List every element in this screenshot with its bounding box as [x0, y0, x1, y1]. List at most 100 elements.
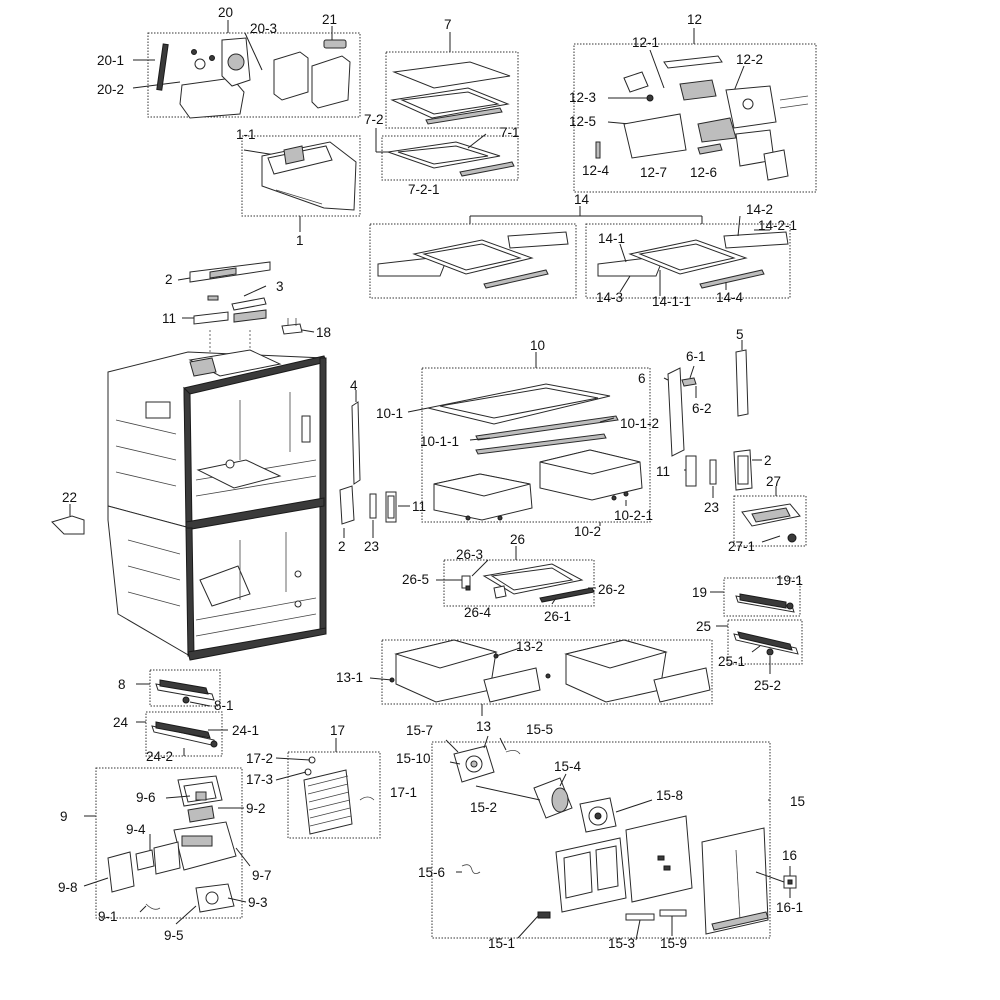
group-15-evaporator-cover-fan: [431, 735, 771, 941]
label-26-3: 26-3: [456, 547, 483, 562]
label-17-3: 17-3: [246, 772, 273, 787]
label-10-1-2: 10-1-2: [620, 416, 659, 431]
right-rail-parts: [663, 340, 762, 498]
label-17-1: 17-1: [390, 785, 417, 800]
label-26-2: 26-2: [598, 582, 625, 597]
label-6-1: 6-1: [686, 349, 706, 364]
label-15-3: 15-3: [608, 936, 635, 951]
label-24: 24: [113, 715, 129, 730]
label-17: 17: [330, 723, 345, 738]
label-25: 25: [696, 619, 711, 634]
label-9-4: 9-4: [126, 822, 146, 837]
label-14-2-1: 14-2-1: [758, 218, 797, 233]
label-18: 18: [316, 325, 331, 340]
label-8-1: 8-1: [214, 698, 234, 713]
label-10-2: 10-2: [574, 524, 601, 539]
label-15-7: 15-7: [406, 723, 433, 738]
label-5: 5: [736, 327, 744, 342]
label-12-7: 12-7: [640, 165, 667, 180]
label-26-5: 26-5: [402, 572, 429, 587]
label-16-1: 16-1: [776, 900, 803, 915]
label-3: 3: [276, 279, 284, 294]
label-6: 6: [638, 371, 646, 386]
label-15: 15: [790, 794, 805, 809]
label-7: 7: [444, 17, 452, 32]
group-7-shelf-assembly: [375, 32, 519, 181]
label-1-1: 1-1: [236, 127, 256, 142]
label-24-1: 24-1: [232, 723, 259, 738]
label-11-top: 11: [162, 311, 176, 326]
group-10-shelf-drawer-assembly: [407, 352, 651, 526]
group-9-compressor-assembly: [83, 767, 251, 925]
label-7-1: 7-1: [500, 125, 520, 140]
label-6-2: 6-2: [692, 401, 712, 416]
label-13-2: 13-2: [516, 639, 543, 654]
label-2-top: 2: [165, 272, 173, 287]
label-12-2: 12-2: [736, 52, 763, 67]
label-17-2: 17-2: [246, 751, 273, 766]
label-19: 19: [692, 585, 707, 600]
group-27-part: [733, 486, 807, 547]
label-14-2: 14-2: [746, 202, 773, 217]
label-12-6: 12-6: [690, 165, 717, 180]
label-22: 22: [62, 490, 77, 505]
label-27: 27: [766, 474, 781, 489]
label-15-6: 15-6: [418, 865, 445, 880]
part-4-rail: [351, 390, 361, 485]
label-26: 26: [510, 532, 525, 547]
label-23-left: 23: [364, 539, 379, 554]
label-14-1: 14-1: [598, 231, 625, 246]
top-covers-parts: [177, 261, 315, 370]
group-17-evaporator: [275, 738, 381, 839]
label-15-2: 15-2: [470, 800, 497, 815]
label-9-8: 9-8: [58, 880, 78, 895]
label-15-5: 15-5: [526, 722, 553, 737]
label-20-3: 20-3: [250, 21, 277, 36]
label-15-9: 15-9: [660, 936, 687, 951]
group-20-ice-maker-bucket: [132, 20, 361, 119]
part-16-sensor: [755, 866, 797, 898]
group-19-and-25-covers: [710, 577, 803, 674]
group-26-shelf: [436, 546, 596, 607]
label-21: 21: [322, 12, 337, 27]
label-12-4: 12-4: [582, 163, 610, 178]
group-8-and-24-covers: [136, 669, 228, 757]
label-12-3: 12-3: [569, 90, 596, 105]
label-8: 8: [118, 677, 126, 692]
label-15-8: 15-8: [656, 788, 683, 803]
label-10: 10: [530, 338, 545, 353]
group-14-shelf-assemblies: [369, 206, 791, 299]
label-9-5: 9-5: [164, 928, 184, 943]
label-15-1: 15-1: [488, 936, 515, 951]
label-14-1-1: 14-1-1: [652, 294, 691, 309]
lower-left-small-parts: [339, 485, 410, 538]
label-14: 14: [574, 192, 590, 207]
label-2-right: 2: [764, 453, 772, 468]
label-9-2: 9-2: [246, 801, 266, 816]
label-4: 4: [350, 378, 358, 393]
label-9: 9: [60, 809, 68, 824]
label-20-2: 20-2: [97, 82, 124, 97]
label-10-1: 10-1: [376, 406, 403, 421]
label-9-6: 9-6: [136, 790, 156, 805]
label-16: 16: [782, 848, 797, 863]
label-19-1: 19-1: [776, 573, 803, 588]
group-1-ice-bin-housing: [241, 135, 361, 232]
label-26-1: 26-1: [544, 609, 571, 624]
label-20-1: 20-1: [97, 53, 124, 68]
label-14-3: 14-3: [596, 290, 623, 305]
group-12-ice-maker-assembly: [573, 28, 817, 193]
label-9-3: 9-3: [248, 895, 268, 910]
label-15-10: 15-10: [396, 751, 431, 766]
label-14-4: 14-4: [716, 290, 744, 305]
label-13: 13: [476, 719, 491, 734]
label-25-1: 25-1: [718, 654, 745, 669]
group-13-drawer-assembly: [369, 639, 713, 716]
label-23-right: 23: [704, 500, 719, 515]
part-22-bracket: [51, 504, 85, 535]
label-13-1: 13-1: [336, 670, 363, 685]
label-7-2-1: 7-2-1: [408, 182, 440, 197]
label-26-4: 26-4: [464, 605, 492, 620]
